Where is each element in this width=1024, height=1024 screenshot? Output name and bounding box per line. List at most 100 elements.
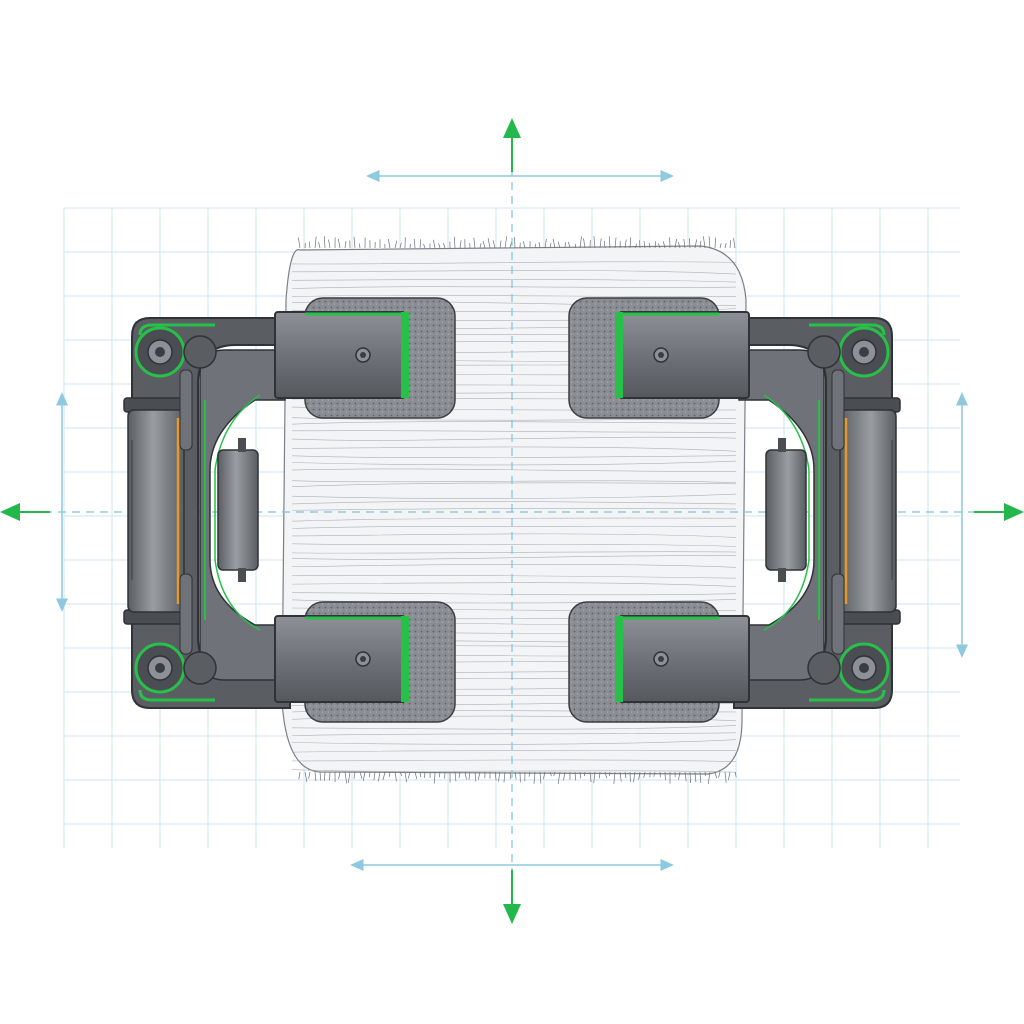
fuzz <box>474 771 477 782</box>
fuzz <box>499 240 502 249</box>
fuzz <box>683 238 686 249</box>
fuzz <box>643 771 646 779</box>
fabric-fiber <box>291 750 737 753</box>
fuzz <box>729 240 732 249</box>
fuzz <box>314 771 317 781</box>
dimension-arrows <box>56 170 968 871</box>
fuzz <box>714 237 717 249</box>
fuzz <box>458 771 461 779</box>
fuzz <box>718 771 721 778</box>
fuzz <box>399 242 402 249</box>
fuzz <box>557 771 561 785</box>
fuzz <box>433 239 436 249</box>
fuzz <box>608 236 611 249</box>
fabric-fiber <box>291 575 737 579</box>
fuzz <box>633 771 636 783</box>
fuzz <box>538 242 541 249</box>
fuzz <box>347 771 351 783</box>
fuzz <box>394 240 398 249</box>
fabric-fiber <box>291 482 737 487</box>
fuzz <box>359 771 363 779</box>
fuzz <box>388 238 391 249</box>
fuzz <box>549 242 552 249</box>
pivot-hinge <box>807 326 890 378</box>
fuzz <box>689 771 691 783</box>
fuzz <box>648 242 651 249</box>
fuzz <box>423 243 426 249</box>
fuzz <box>568 241 571 249</box>
fuzz <box>419 239 422 249</box>
fuzz <box>454 771 457 782</box>
fabric-fiber <box>291 563 737 568</box>
fuzz <box>509 241 512 249</box>
fuzz <box>593 771 596 784</box>
fuzz <box>619 771 622 782</box>
fuzz <box>494 771 497 781</box>
fuzz <box>482 240 486 249</box>
fuzz <box>543 771 546 780</box>
fuzz <box>714 771 718 779</box>
fuzz <box>459 240 462 249</box>
fuzz <box>707 771 711 784</box>
fabric-fiber <box>291 501 737 505</box>
fuzz <box>574 771 577 781</box>
fabric-fiber <box>291 430 737 433</box>
fuzz <box>613 771 616 784</box>
fuzz <box>319 771 322 781</box>
clamp-arm-right <box>733 317 901 709</box>
gripper-body <box>274 615 406 703</box>
gripper-top-right <box>568 297 750 419</box>
fuzz <box>638 771 641 780</box>
fuzz <box>407 771 411 779</box>
fuzz <box>394 771 397 782</box>
fabric-fiber <box>291 460 737 466</box>
fuzz <box>703 236 706 249</box>
fuzz <box>734 771 737 778</box>
fuzz <box>382 771 386 780</box>
fuzz <box>443 242 446 249</box>
fuzz <box>308 241 311 249</box>
fuzz <box>614 237 617 249</box>
fuzz <box>557 241 561 249</box>
gripper-highlight <box>401 312 409 398</box>
fabric-fiber <box>291 468 737 472</box>
fuzz <box>528 771 531 777</box>
fuzz <box>338 771 341 780</box>
fuzz <box>344 240 347 249</box>
fuzz <box>492 240 496 249</box>
fabric-edge-fuzz <box>297 236 737 785</box>
fuzz <box>583 771 586 777</box>
fabric-fiber <box>291 480 737 483</box>
fuzz <box>514 771 517 780</box>
gripper-body <box>618 311 750 399</box>
fabric-fiber <box>291 739 737 745</box>
fuzz <box>323 236 326 249</box>
fuzz <box>624 771 627 779</box>
gripper-bottom-right <box>568 601 750 723</box>
fuzz <box>653 771 656 777</box>
gripper-body <box>618 615 750 703</box>
fuzz <box>323 771 326 781</box>
fuzz <box>728 771 731 781</box>
fuzz <box>388 771 391 777</box>
fuzz <box>603 240 606 249</box>
fuzz <box>678 771 681 780</box>
fuzz <box>549 771 552 777</box>
fuzz <box>497 771 501 782</box>
fabric-fiber <box>291 533 737 538</box>
fabric-fiber <box>291 436 737 441</box>
fuzz <box>658 243 661 249</box>
fuzz <box>574 243 577 249</box>
fuzz <box>353 236 356 249</box>
fuzz <box>344 771 348 784</box>
fuzz <box>539 771 542 784</box>
fuzz <box>599 238 602 249</box>
fuzz <box>487 238 491 249</box>
fuzz <box>318 241 321 249</box>
fuzz <box>378 771 381 782</box>
fabric-fiber <box>291 725 737 730</box>
fuzz <box>544 238 547 249</box>
fabric-fiber <box>291 455 737 458</box>
fabric-fiber <box>291 446 737 452</box>
